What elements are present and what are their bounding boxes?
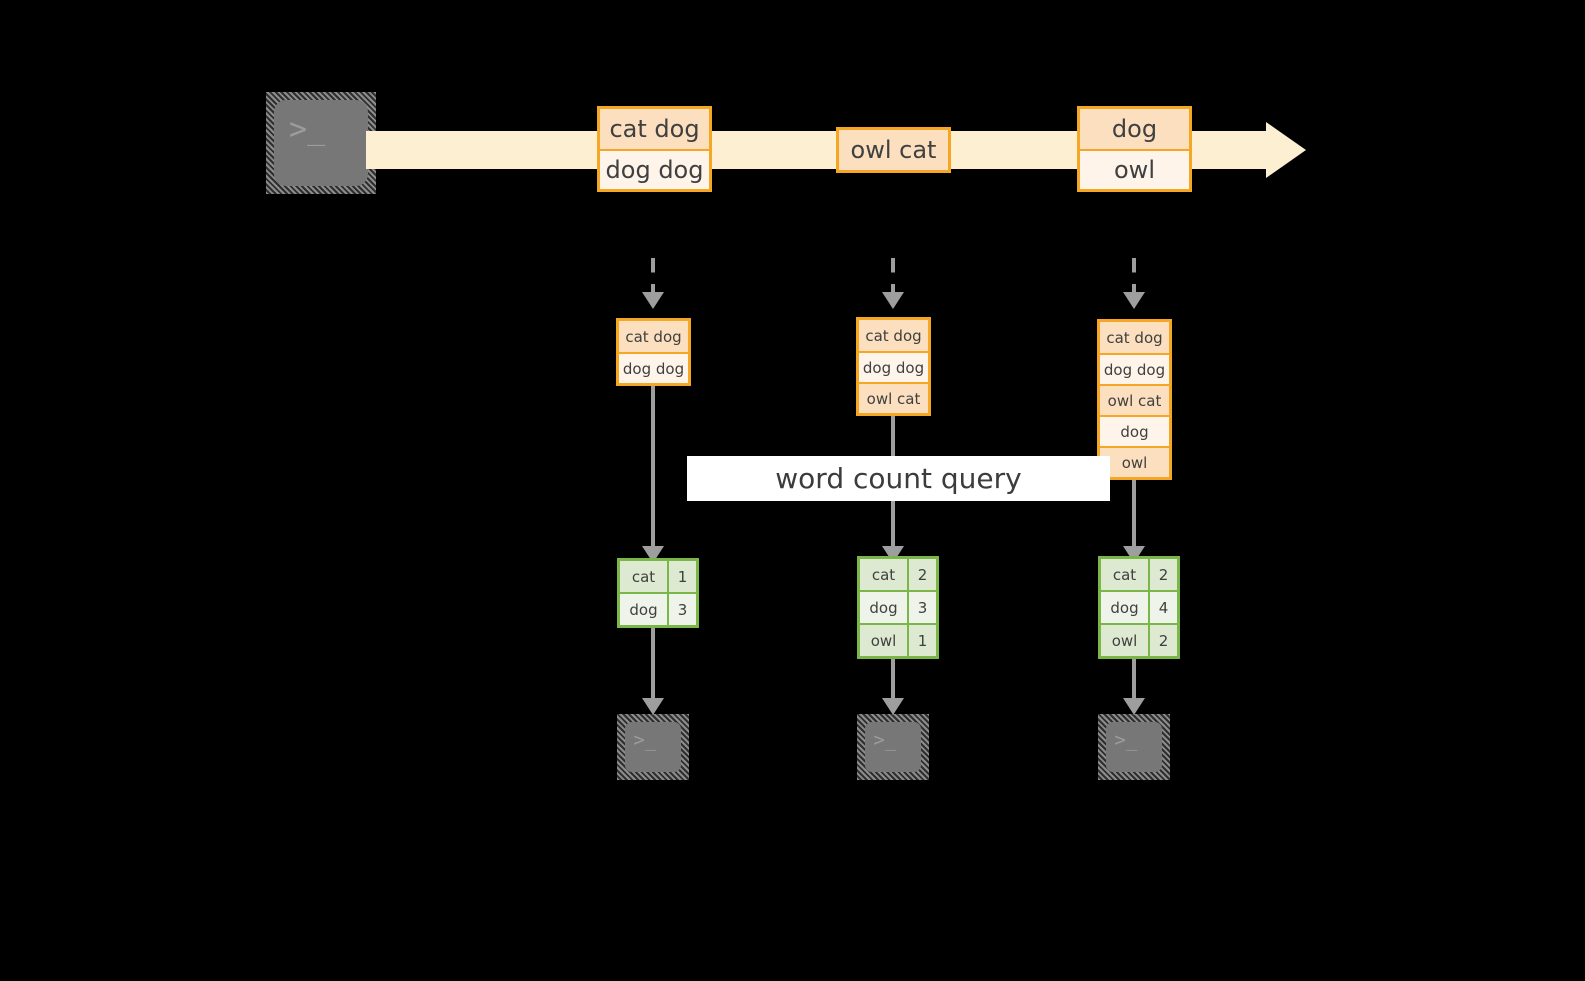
snapshot-3-accumulated-row: owl cat: [1100, 384, 1169, 415]
terminal-prompt-glyph: >_: [873, 729, 897, 751]
snapshot-1-tap-line: [651, 258, 655, 296]
stream-record-3: dog owl: [1077, 106, 1192, 192]
snapshot-2-tap-line: [891, 258, 895, 296]
result-word: owl: [1101, 625, 1148, 656]
snapshot-3-sink-line: [1132, 652, 1136, 704]
snapshot-3-accumulated-row: dog: [1100, 415, 1169, 446]
stream-record-1-line-1: cat dog: [600, 109, 709, 149]
snapshot-3-tap-arrow-icon: [1123, 292, 1145, 309]
result-word: dog: [620, 594, 667, 625]
table-row: dog 3: [620, 592, 696, 625]
snapshot-1-result-table: cat 1 dog 3: [617, 558, 699, 628]
result-count: 3: [667, 594, 696, 625]
snapshot-2-accumulated-row: owl cat: [859, 382, 928, 413]
snapshot-2-sink-line: [891, 652, 895, 704]
result-count: 3: [907, 592, 936, 623]
stream-record-3-line-2: owl: [1080, 149, 1189, 189]
table-row: dog 3: [860, 590, 936, 623]
snapshot-3-accumulated-stack: cat dog dog dog owl cat dog owl: [1097, 319, 1172, 480]
snapshot-2-result-table: cat 2 dog 3 owl 1: [857, 556, 939, 659]
terminal-prompt-glyph: >_: [1114, 729, 1138, 751]
stream-record-1-line-2: dog dog: [600, 149, 709, 189]
table-row: cat 2: [860, 559, 936, 590]
snapshot-3-accumulated-row: dog dog: [1100, 353, 1169, 384]
table-row: cat 2: [1101, 559, 1177, 590]
terminal-prompt-glyph: >_: [633, 729, 657, 751]
snapshot-3-sink-terminal-icon: >_: [1098, 714, 1170, 780]
snapshot-2-sink-terminal-icon: >_: [857, 714, 929, 780]
source-terminal-icon: >_: [266, 92, 376, 194]
snapshot-1-tap-arrow-icon: [642, 292, 664, 309]
terminal-screen: >_: [625, 722, 681, 772]
result-word: dog: [860, 592, 907, 623]
stream-record-2-line-1: owl cat: [839, 130, 948, 170]
snapshot-3-accumulated-row: cat dog: [1100, 322, 1169, 353]
snapshot-3-query-line: [1132, 474, 1136, 552]
terminal-screen: >_: [865, 722, 921, 772]
snapshot-2-accumulated-row: dog dog: [859, 351, 928, 382]
terminal-screen: >_: [274, 100, 368, 186]
snapshot-1-sink-line: [651, 622, 655, 704]
terminal-prompt-glyph: >_: [289, 112, 326, 148]
table-row: dog 4: [1101, 590, 1177, 623]
table-row: owl 2: [1101, 623, 1177, 656]
snapshot-1-sink-terminal-icon: >_: [617, 714, 689, 780]
result-word: cat: [620, 561, 667, 592]
result-word: cat: [860, 559, 907, 590]
snapshot-3-sink-arrow-icon: [1123, 698, 1145, 715]
snapshot-2-accumulated-stack: cat dog dog dog owl cat: [856, 317, 931, 416]
snapshot-3-result-table: cat 2 dog 4 owl 2: [1098, 556, 1180, 659]
table-row: cat 1: [620, 561, 696, 592]
snapshot-1-accumulated-row: dog dog: [619, 352, 688, 383]
snapshot-2-accumulated-row: cat dog: [859, 320, 928, 351]
query-banner-label: word count query: [775, 462, 1022, 495]
snapshot-1-accumulated-stack: cat dog dog dog: [616, 318, 691, 386]
result-count: 1: [667, 561, 696, 592]
snapshot-1-sink-arrow-icon: [642, 698, 664, 715]
result-count: 2: [907, 559, 936, 590]
result-count: 1: [907, 625, 936, 656]
table-row: owl 1: [860, 623, 936, 656]
query-banner: word count query: [687, 456, 1110, 501]
result-word: dog: [1101, 592, 1148, 623]
snapshot-1-accumulated-row: cat dog: [619, 321, 688, 352]
terminal-screen: >_: [1106, 722, 1162, 772]
result-count: 2: [1148, 625, 1177, 656]
stream-record-3-line-1: dog: [1080, 109, 1189, 149]
stream-record-1: cat dog dog dog: [597, 106, 712, 192]
snapshot-2-sink-arrow-icon: [882, 698, 904, 715]
result-word: cat: [1101, 559, 1148, 590]
snapshot-2-tap-arrow-icon: [882, 292, 904, 309]
stream-arrow-head-icon: [1266, 122, 1306, 178]
result-count: 4: [1148, 592, 1177, 623]
stream-record-2: owl cat: [836, 127, 951, 173]
snapshot-3-tap-line: [1132, 258, 1136, 296]
result-word: owl: [860, 625, 907, 656]
result-count: 2: [1148, 559, 1177, 590]
snapshot-3-accumulated-row: owl: [1100, 446, 1169, 477]
snapshot-1-query-line: [651, 384, 655, 552]
